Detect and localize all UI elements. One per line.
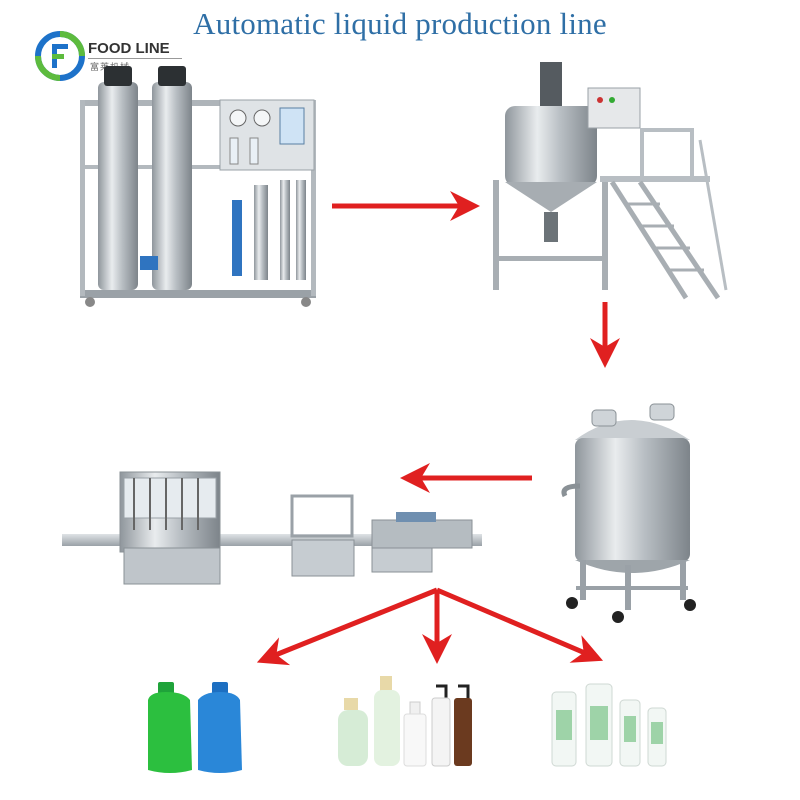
pump-bottles bbox=[551, 683, 667, 767]
filling-capping-labeling-line bbox=[62, 471, 482, 585]
detergent-bottles bbox=[148, 682, 242, 773]
flow-arrows bbox=[256, 191, 620, 666]
page-title: Automatic liquid production line bbox=[193, 6, 607, 41]
logo-name: FOOD LINE bbox=[88, 40, 170, 57]
food-line-logo-icon bbox=[35, 31, 85, 81]
logo-divider bbox=[88, 58, 182, 59]
arrow-to-detergent bbox=[256, 587, 438, 666]
cosmetic-bottles bbox=[338, 676, 472, 767]
storage-tank bbox=[561, 403, 696, 623]
water-treatment-machine bbox=[80, 66, 316, 307]
arrow-to-pump-bottles bbox=[436, 587, 604, 663]
mixing-tank-platform bbox=[493, 62, 728, 300]
